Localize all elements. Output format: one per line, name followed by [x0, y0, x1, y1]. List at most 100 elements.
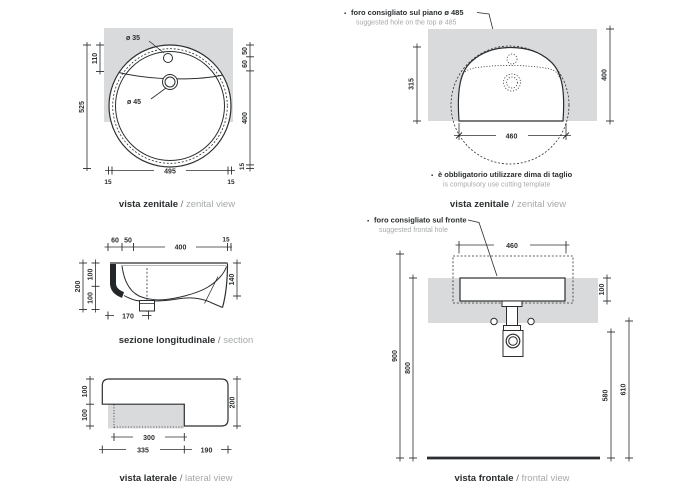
frontal-view: ▪ foro consigliato sul fronte suggested …: [367, 216, 633, 484]
note-frontal-hole-italian: foro consigliato sul fronte: [374, 216, 467, 225]
view-title-italian: vista frontale: [454, 473, 513, 484]
dim-100-100: 100 100: [88, 259, 100, 313]
note-frontal-hole-english: suggested frontal hole: [379, 227, 448, 234]
bowl-under-left: [123, 295, 141, 302]
dim-label: 335: [137, 448, 149, 455]
counter-side: [108, 404, 184, 429]
dim-label: 100: [88, 269, 95, 281]
sink-side-profile: [101, 378, 229, 427]
section-view: 60 50 400 15 200 100 100 140: [75, 237, 253, 347]
view-title-separator: /: [509, 199, 517, 210]
drain-pipe: [506, 306, 518, 328]
bowl-under-right: [153, 297, 223, 308]
trap-outlet-inner: [508, 336, 518, 346]
leader-line: [148, 40, 165, 54]
view-title-separator: /: [215, 335, 223, 346]
note-bullet: ▪: [344, 11, 346, 17]
dim-label: 50: [124, 238, 132, 245]
dim-200: 200: [230, 376, 241, 429]
dim-label: 15: [222, 237, 230, 244]
dim-610: 610: [621, 317, 633, 462]
cutting-hole-dashed: [112, 48, 228, 164]
leader-line: [467, 219, 498, 277]
basin-dome-outline: [457, 46, 565, 122]
dim-hole-35: ø 35: [126, 35, 140, 42]
dim-label: 400: [175, 245, 187, 252]
dim-400: 400: [602, 25, 614, 125]
dim-label: 60: [242, 60, 249, 68]
back-wall-cut: [110, 264, 125, 298]
dim-label: 100: [88, 292, 95, 304]
dim-100-100: 100 100: [82, 376, 94, 430]
dim-label: 200: [75, 281, 82, 293]
dim-hole-45: ø 45: [127, 99, 141, 106]
view-title-english: zenital view: [186, 199, 235, 210]
dim-200: 200: [75, 259, 87, 313]
dim-label: 610: [621, 384, 628, 396]
note-template-english: is compulsory use cutting template: [443, 182, 550, 189]
dim-label: 15: [227, 179, 235, 186]
dim-label: 460: [506, 243, 518, 250]
dim-label: 400: [602, 69, 609, 81]
dim-170: 170: [105, 311, 152, 321]
apron-inner-line: [204, 276, 219, 304]
note-bullet: ▪: [431, 173, 433, 179]
note-template-italian: è obbligatorio utilizzare dima di taglio: [438, 170, 573, 179]
view-title-english: zenital view: [517, 199, 566, 210]
dim-110: 110: [92, 42, 104, 75]
view-title-english: frontal view: [522, 473, 570, 484]
dim-525: 525: [79, 42, 91, 171]
drain-trap: [490, 300, 535, 357]
dim-label: 495: [164, 169, 176, 176]
dim-label: 140: [229, 274, 236, 286]
view-title-english: lateral view: [185, 473, 233, 484]
drain-hole-inner: [164, 76, 176, 88]
note-bullet: ▪: [367, 219, 369, 225]
lateral-view: 100 100 200 300 335 190 vista lat: [82, 376, 241, 484]
dim-bottom-chain: 495 15 15: [104, 166, 235, 186]
fixing-screw-right: [527, 317, 535, 326]
dim-label: 300: [143, 435, 155, 442]
basin-outer-rim: [108, 44, 232, 168]
dim-label: 400: [242, 112, 249, 124]
leader-line: [150, 87, 167, 100]
suggested-hole-dashed: [450, 45, 570, 165]
drain-flange-bottom: [503, 325, 521, 331]
dim-460: 460: [455, 241, 570, 254]
drain-flange-top: [501, 300, 523, 307]
bowl-inner-profile: [121, 265, 227, 301]
dim-label: 200: [230, 397, 237, 409]
view-title-english: section: [223, 335, 253, 346]
dim-label: 15: [104, 179, 112, 186]
view-title-separator: /: [178, 199, 186, 210]
drain-hole-hidden-outer: [503, 73, 521, 92]
view-title: vista zenitale / zenital view: [119, 199, 235, 210]
dim-label: 580: [603, 390, 610, 402]
zenital-left-view: ø 35 ø 45 525 110 50 60 400 15: [79, 28, 254, 210]
fixing-screw-left: [490, 317, 498, 326]
view-title-italian: vista laterale: [119, 473, 177, 484]
dim-label: 170: [122, 314, 134, 321]
dim-label: 50: [242, 47, 249, 55]
dim-100: 100: [599, 274, 611, 305]
dim-800: 800: [405, 274, 417, 462]
dim-label: 100: [82, 386, 89, 398]
tap-hole: [163, 53, 173, 63]
dim-label: 460: [506, 134, 518, 141]
dim-label: 60: [111, 238, 119, 245]
dim-label: 315: [409, 78, 416, 90]
dim-label: 190: [201, 448, 213, 455]
basin-inner-rim: [115, 51, 225, 161]
dim-140: 140: [229, 259, 241, 300]
dim-900: 900: [392, 250, 404, 462]
dim-right-chain: 50 60 400 15: [239, 42, 254, 172]
dim-label: 15: [239, 163, 246, 171]
view-title-separator: /: [514, 473, 522, 484]
view-title: vista zenitale / zenital view: [450, 199, 566, 210]
trap-outlet-outer: [505, 333, 521, 349]
dim-top-chain: 60 50 400 15: [104, 237, 232, 252]
view-title-italian: sezione longitudinale: [119, 335, 216, 346]
sink-front-body: [459, 277, 566, 302]
